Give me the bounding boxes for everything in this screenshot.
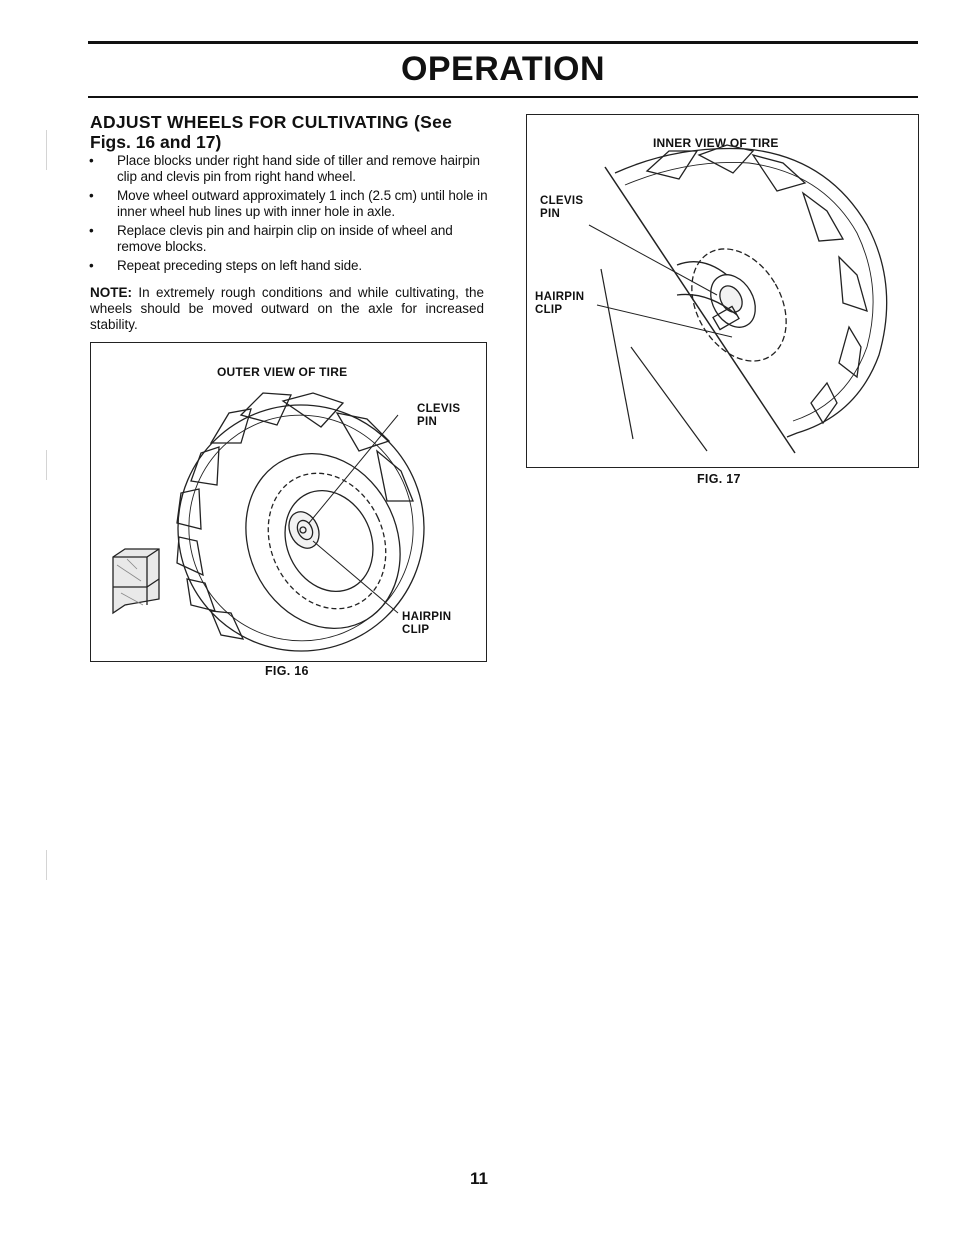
- note-label: NOTE:: [90, 285, 132, 300]
- tire-icon: [177, 404, 425, 652]
- figure-16-frame: OUTER VIEW OF TIRE: [90, 342, 487, 662]
- axle-icon: [712, 305, 740, 331]
- instruction-text: Place blocks under right hand side of ti…: [117, 153, 480, 184]
- instruction-item: • Repeat preceding steps on left hand sid…: [88, 258, 488, 274]
- figure-17-caption: FIG. 17: [697, 472, 741, 486]
- wheel-rim-icon: [245, 452, 401, 630]
- page-number: 11: [470, 1169, 488, 1188]
- wheel-hub-icon: [710, 274, 756, 328]
- wheel-hub-icon: [288, 511, 320, 549]
- instruction-text: Repeat preceding steps on left hand side…: [117, 258, 363, 273]
- instruction-list: • Place blocks under right hand side of t…: [88, 153, 488, 277]
- section-heading: ADJUST WHEELS FOR CULTIVATING (See Figs.…: [90, 112, 490, 152]
- wood-block-icon: [112, 548, 160, 615]
- bullet-icon: •: [89, 258, 94, 273]
- figure-17-title: INNER VIEW OF TIRE: [653, 136, 779, 150]
- figure-16-title: OUTER VIEW OF TIRE: [217, 365, 348, 379]
- scan-mark: [46, 450, 47, 480]
- scan-mark: [46, 850, 47, 880]
- note-paragraph: NOTE: In extremely rough conditions and …: [90, 285, 484, 333]
- instruction-text: Move wheel outward approximately 1 inch …: [117, 188, 488, 219]
- bullet-icon: •: [89, 223, 94, 238]
- note-text: In extremely rough conditions and while …: [90, 285, 484, 332]
- figure-16-caption: FIG. 16: [265, 664, 309, 678]
- tire-outer-view-illustration: [112, 392, 425, 652]
- bullet-icon: •: [89, 188, 94, 203]
- instruction-text: Replace clevis pin and hairpin clip on i…: [117, 223, 453, 254]
- page-title: OPERATION: [400, 50, 606, 88]
- figure-17-frame: INNER VIEW OF TIRE: [526, 114, 919, 468]
- instruction-item: • Move wheel outward approximately 1 inch…: [88, 188, 488, 220]
- scan-mark: [46, 130, 47, 170]
- header-rule-top: [88, 41, 918, 44]
- header-rule-bottom: [88, 96, 918, 98]
- section-heading-line2: Figs. 16 and 17): [90, 132, 222, 152]
- tire-inner-view-illustration: [588, 144, 888, 454]
- tire-icon: [614, 147, 888, 438]
- instruction-item: • Replace clevis pin and hairpin clip on …: [88, 223, 488, 255]
- section-heading-line1: ADJUST WHEELS FOR CULTIVATING (See: [90, 112, 453, 132]
- bullet-icon: •: [89, 153, 94, 168]
- instruction-item: • Place blocks under right hand side of t…: [88, 153, 488, 185]
